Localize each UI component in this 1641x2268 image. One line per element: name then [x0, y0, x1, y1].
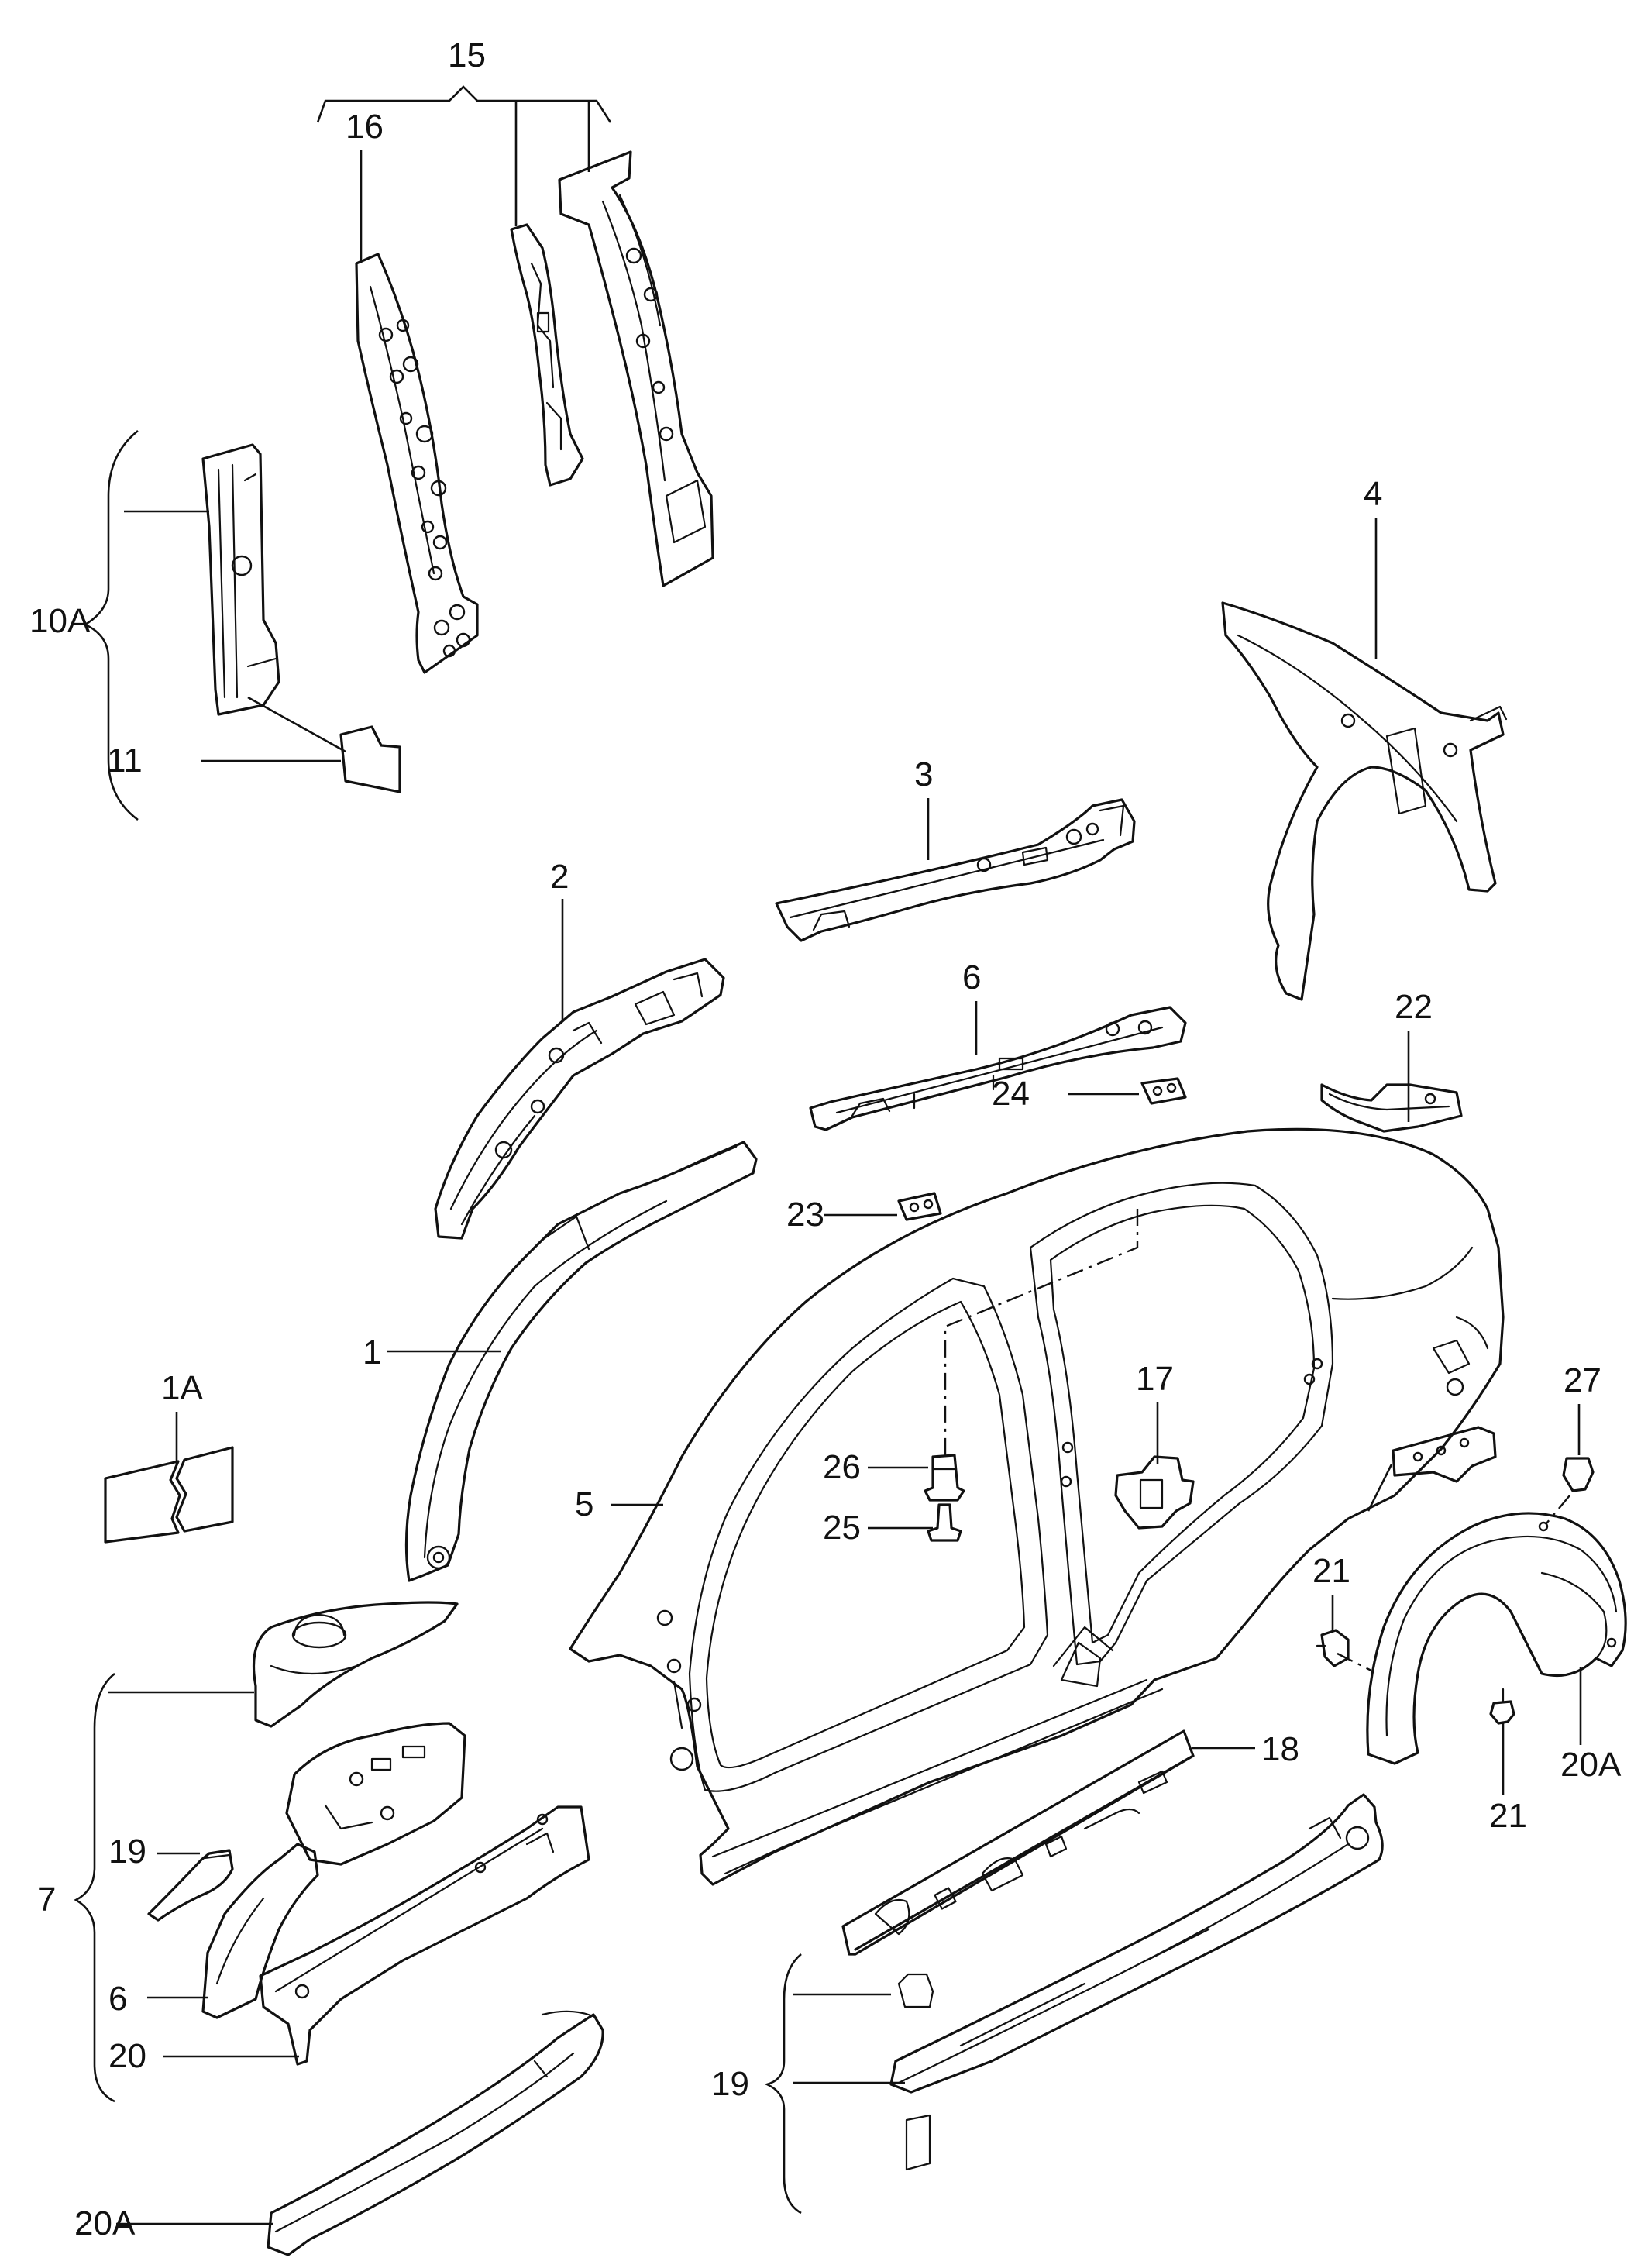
- part-10-a-pillar-lower[interactable]: [201, 443, 280, 716]
- label-20[interactable]: 23: [786, 1196, 824, 1234]
- leader-10a-b: [247, 696, 346, 753]
- label-24[interactable]: 27: [1564, 1361, 1601, 1399]
- part-11-inner-pillar[interactable]: [510, 223, 584, 487]
- part-10a-patch[interactable]: [339, 725, 401, 793]
- label-11[interactable]: 15: [448, 36, 486, 74]
- part-15-rocker-panel[interactable]: [889, 1793, 1384, 2171]
- part-19-bracket[interactable]: [1320, 1083, 1463, 1133]
- label-7[interactable]: 6: [108, 1980, 127, 2018]
- leader-27: [1367, 1464, 1393, 1512]
- part-7-front-longitudinal[interactable]: [201, 1843, 319, 2019]
- part-27-bracket[interactable]: [1392, 1426, 1497, 1483]
- part-1-roof-frame-front[interactable]: [404, 1141, 758, 1582]
- label-23[interactable]: 21: [1312, 1552, 1350, 1590]
- label-22[interactable]: 21: [1489, 1797, 1527, 1835]
- label-12[interactable]: 16: [346, 108, 384, 146]
- label-4[interactable]: 4: [1364, 475, 1382, 513]
- part-8-inner-apron[interactable]: [285, 1722, 466, 1866]
- label-25[interactable]: 25: [823, 1509, 861, 1547]
- part-24-clip[interactable]: [1562, 1457, 1595, 1492]
- label-8[interactable]: 7: [37, 1881, 56, 1919]
- label-10a[interactable]: 11: [107, 742, 143, 780]
- part-6-roof-rail-mid[interactable]: [809, 1006, 1187, 1131]
- part-21-wheel-arch-liner[interactable]: [1366, 1512, 1627, 1765]
- bracket-11: [316, 85, 612, 123]
- brace-8: [74, 1672, 115, 2103]
- assembly-line-20-to-26: [944, 1209, 1139, 1457]
- label-10[interactable]: 10A: [29, 602, 91, 640]
- part-22-screw[interactable]: [1489, 1688, 1515, 1725]
- part-17-frame-rail[interactable]: [259, 1805, 590, 2066]
- label-17[interactable]: 20: [108, 2037, 146, 2075]
- part-16-bracket[interactable]: [147, 1849, 234, 1922]
- part-4-rear-wheelhouse-panel[interactable]: [1221, 601, 1508, 1001]
- brace-15: [764, 1953, 802, 2215]
- part-20-clip[interactable]: [897, 1192, 942, 1221]
- part-3-roof-rail[interactable]: [775, 798, 1136, 942]
- label-2[interactable]: 2: [550, 858, 569, 896]
- part-20a-clip[interactable]: [1140, 1077, 1187, 1105]
- part-23-clip[interactable]: [1316, 1629, 1350, 1667]
- label-6[interactable]: 6: [962, 958, 981, 996]
- label-1a[interactable]: 1A: [161, 1369, 203, 1407]
- part-8-strut-tower[interactable]: [252, 1601, 459, 1728]
- label-19[interactable]: 22: [1395, 988, 1433, 1026]
- part-1a-repair-patch[interactable]: [104, 1446, 234, 1544]
- part-13-bracket[interactable]: [1114, 1455, 1195, 1530]
- part-5-body-side-panel[interactable]: [569, 1127, 1505, 1886]
- brace-10: [83, 429, 139, 821]
- part-12-pillar-reinforcement[interactable]: [355, 253, 479, 674]
- part-14-sill-reinforcement[interactable]: [841, 1729, 1195, 1956]
- part-25-bolt[interactable]: [927, 1503, 962, 1542]
- assembly-line-24-to-21: [1546, 1495, 1570, 1524]
- label-5[interactable]: 5: [575, 1485, 593, 1523]
- label-15[interactable]: 19: [711, 2065, 749, 2103]
- label-21[interactable]: 20A: [1560, 1746, 1622, 1784]
- label-3[interactable]: 3: [914, 755, 933, 793]
- part-11-outer-pillar[interactable]: [558, 150, 714, 587]
- label-1[interactable]: 1: [363, 1334, 381, 1371]
- assembly-line-23-to-21: [1337, 1652, 1372, 1672]
- label-14[interactable]: 18: [1261, 1730, 1299, 1768]
- label-20a[interactable]: 24: [992, 1075, 1030, 1113]
- part-2-a-pillar-inner[interactable]: [434, 958, 725, 1240]
- label-13[interactable]: 17: [1136, 1360, 1174, 1398]
- part-18-floor-side-member[interactable]: [267, 2010, 604, 2256]
- label-16[interactable]: 19: [108, 1833, 146, 1870]
- part-26-nut[interactable]: [924, 1454, 965, 1502]
- label-26[interactable]: 26: [823, 1448, 861, 1486]
